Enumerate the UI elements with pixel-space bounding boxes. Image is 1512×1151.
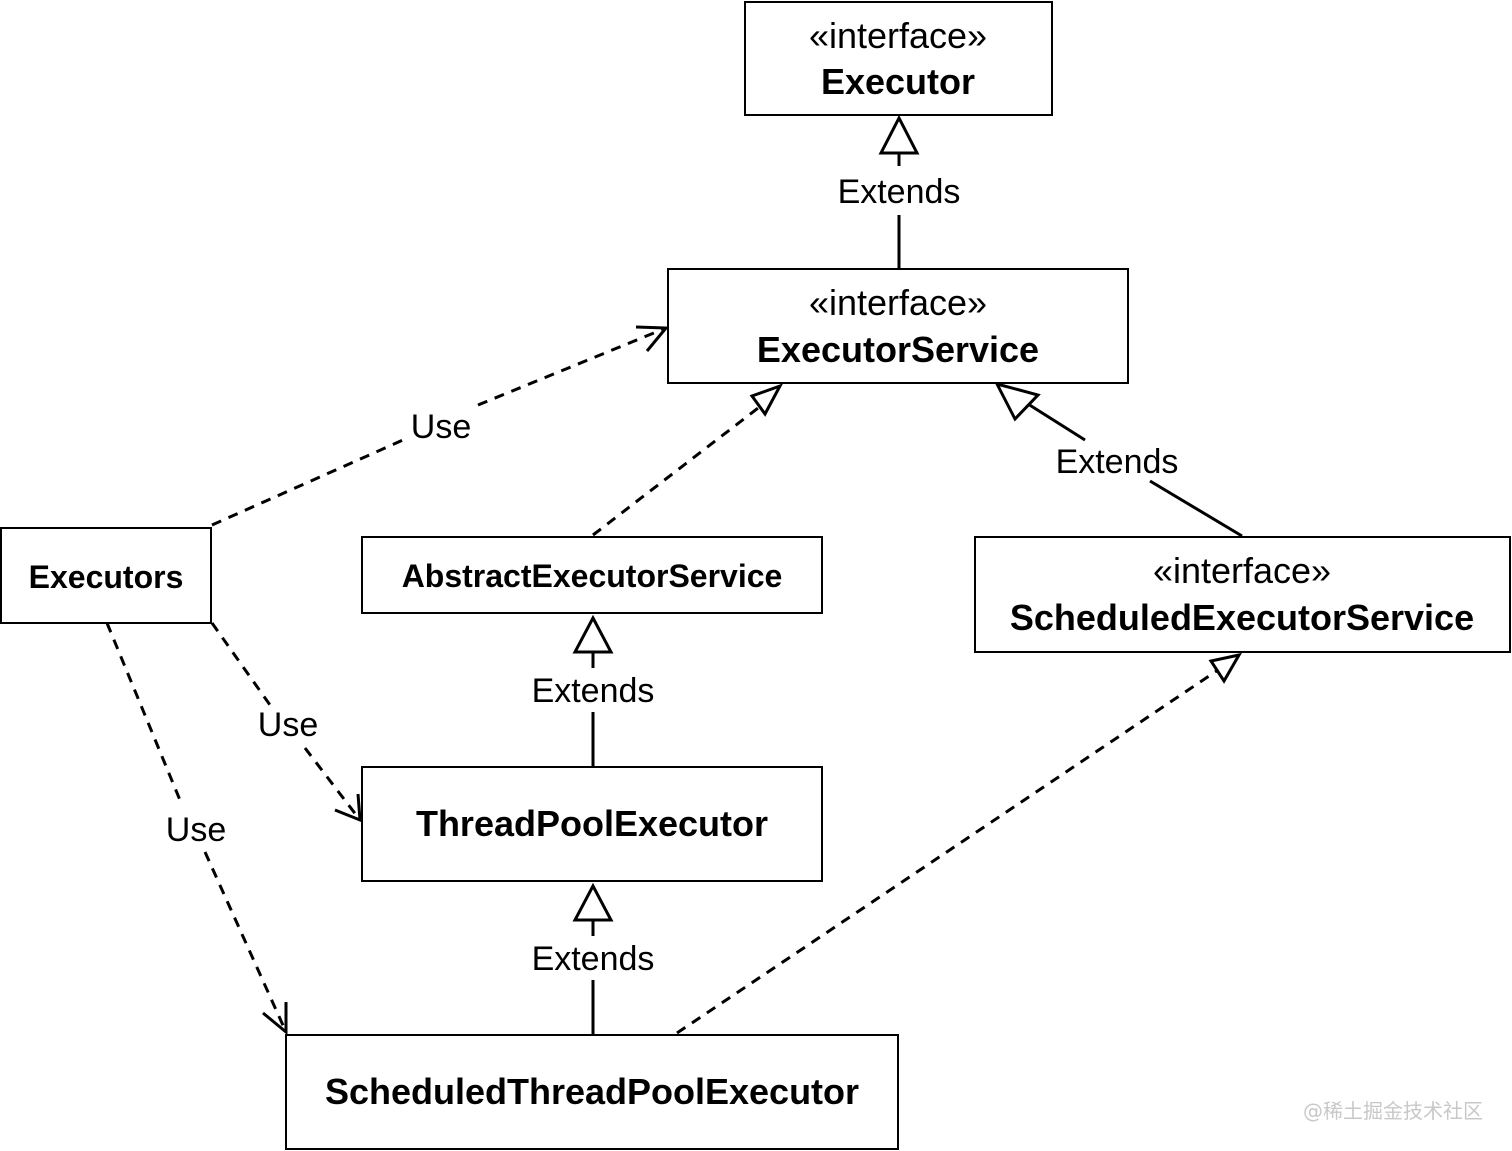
inheritance-arrowhead xyxy=(878,114,920,155)
class-box-executors[interactable]: Executors xyxy=(0,527,212,624)
class-box-scheduled-executor-service[interactable]: «interface» ScheduledExecutorService xyxy=(974,536,1511,653)
class-box-scheduled-thread-pool-executor[interactable]: ScheduledThreadPoolExecutor xyxy=(285,1034,899,1150)
edge-executors-use-thread-pool-executor xyxy=(210,622,362,823)
edge-label-extends: Extends xyxy=(532,672,655,710)
stereotype-label: «interface» xyxy=(809,282,987,323)
edge-executors-use-executor-service xyxy=(211,325,670,527)
class-name: ThreadPoolExecutor xyxy=(416,803,768,844)
edge-label-use: Use xyxy=(166,811,226,849)
edge-label-extends: Extends xyxy=(838,173,961,211)
inheritance-arrowhead xyxy=(1208,652,1242,684)
edge-scheduled-executor-service-extends-executor-service xyxy=(994,381,1243,538)
inheritance-arrowhead xyxy=(572,882,614,922)
stereotype-label: «interface» xyxy=(809,15,987,56)
edge-abstract-implements-executor-service xyxy=(592,383,784,537)
open-arrowhead xyxy=(262,1002,288,1036)
stereotype-label: «interface» xyxy=(1153,550,1331,591)
watermark: @稀土掘金技术社区 xyxy=(1303,1099,1483,1123)
class-name: ExecutorService xyxy=(757,329,1039,370)
edge-thread-pool-executor-extends-abstract xyxy=(572,614,614,767)
edge-label-extends: Extends xyxy=(532,940,655,978)
open-arrowhead xyxy=(334,793,362,823)
edge-executor-service-extends-executor xyxy=(878,114,920,268)
class-name: ScheduledThreadPoolExecutor xyxy=(325,1071,859,1112)
class-box-executor[interactable]: «interface» Executor xyxy=(744,1,1053,116)
class-box-executor-service[interactable]: «interface» ExecutorService xyxy=(667,268,1129,384)
open-arrowhead xyxy=(635,325,670,352)
edge-executors-use-scheduled-thread-pool-executor xyxy=(105,622,288,1036)
class-name: Executor xyxy=(821,61,975,102)
class-name: ScheduledExecutorService xyxy=(1010,597,1474,638)
inheritance-arrowhead xyxy=(572,614,614,654)
class-box-abstract-executor-service[interactable]: AbstractExecutorService xyxy=(361,536,823,614)
edge-label-extends: Extends xyxy=(1056,443,1179,481)
edge-label-use: Use xyxy=(258,706,318,744)
edge-scheduled-thread-pool-executor-implements-scheduled-executor-service xyxy=(676,652,1242,1035)
class-name: AbstractExecutorService xyxy=(402,558,783,594)
edge-label-use: Use xyxy=(411,408,471,446)
class-box-thread-pool-executor[interactable]: ThreadPoolExecutor xyxy=(361,766,823,882)
inheritance-arrowhead xyxy=(749,383,784,417)
inheritance-arrowhead xyxy=(994,381,1041,422)
edge-scheduled-thread-pool-executor-extends-thread-pool-executor xyxy=(572,882,614,1035)
class-name: Executors xyxy=(29,559,184,595)
